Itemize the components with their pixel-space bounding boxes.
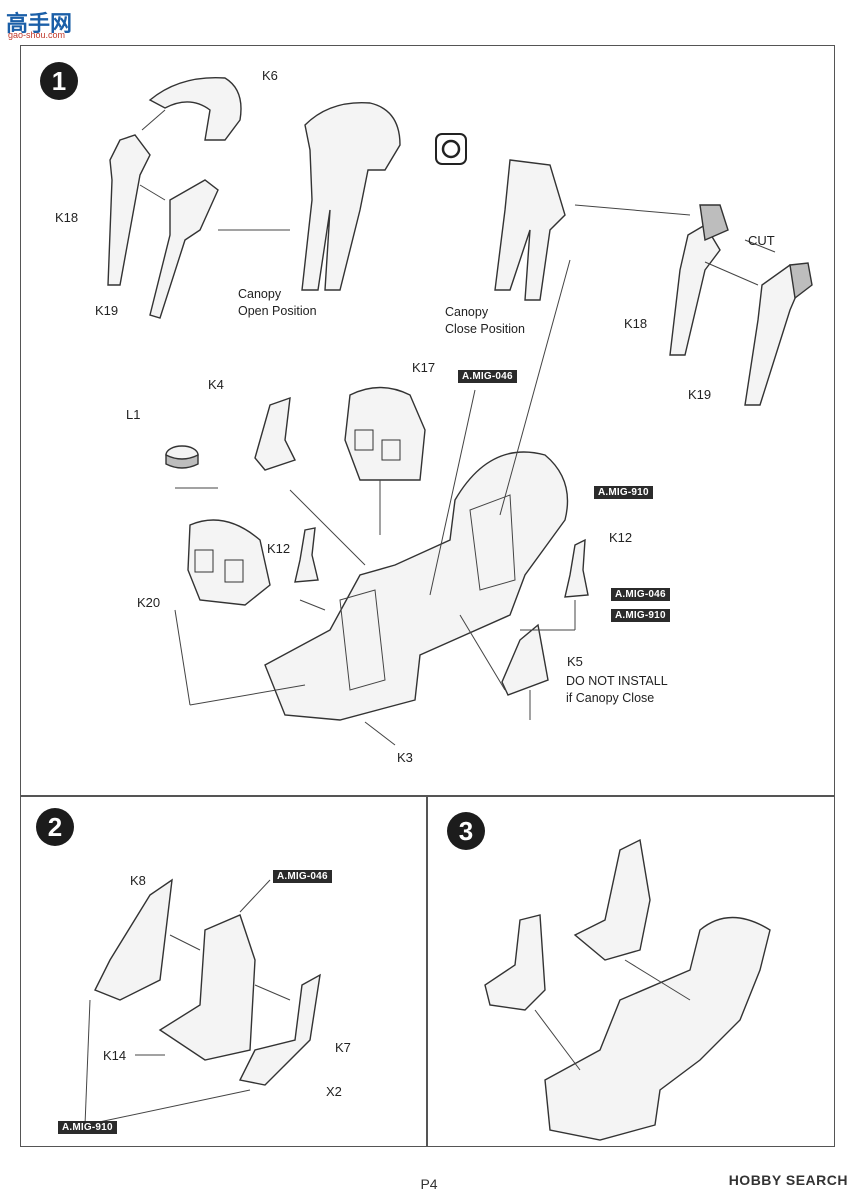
step-3-number: 3 [447, 812, 485, 850]
label-k18-right: K18 [624, 316, 648, 331]
paint-mig910-seat: A.MIG-910 [58, 1121, 117, 1134]
label-k18-left: K18 [55, 210, 79, 225]
part-k5 [501, 623, 549, 696]
paint-mig046-top: A.MIG-046 [458, 370, 517, 383]
step3-frame [426, 795, 835, 1147]
label-k7: K7 [335, 1040, 351, 1055]
part-k12-left [294, 527, 319, 583]
label-k17: K17 [412, 360, 436, 375]
assembly-seat-rear [573, 838, 651, 961]
part-k8 [94, 878, 173, 1001]
label-k20: K20 [137, 595, 161, 610]
label-k3: K3 [397, 750, 413, 765]
watermark-logo: 高手网 [6, 11, 73, 36]
assembly-seat-front [484, 914, 546, 1011]
assembly-cockpit [544, 916, 771, 1141]
label-k4: K4 [208, 377, 224, 392]
label-cut: CUT [748, 233, 775, 248]
part-k6 [148, 76, 242, 141]
part-k19-left [149, 179, 219, 319]
label-quantity: X2 [326, 1084, 342, 1099]
step2-frame [20, 795, 428, 1147]
part-k4 [254, 396, 296, 471]
label-k19-right: K19 [688, 387, 712, 402]
part-k12-right [564, 538, 589, 598]
part-k18-right [669, 224, 721, 356]
paint-mig910-k12: A.MIG-910 [611, 609, 670, 622]
part-k20 [187, 519, 271, 606]
part-k3 [264, 451, 569, 721]
page-number: P4 [420, 1176, 438, 1192]
step-2-number: 2 [36, 808, 74, 846]
assembly-canopy-close [494, 159, 566, 301]
label-l1: L1 [126, 407, 141, 422]
step-1-number: 1 [40, 62, 78, 100]
paint-mig046-k12: A.MIG-046 [611, 588, 670, 601]
label-k8: K8 [130, 873, 146, 888]
label-k19-left: K19 [95, 303, 119, 318]
watermark-url: gao-shou.com [8, 30, 66, 40]
watermark-hobby-search: HOBBY SEARCH [728, 1172, 848, 1188]
part-k14 [158, 914, 256, 1061]
paint-mig910-top: A.MIG-910 [594, 486, 653, 499]
part-k17 [344, 386, 426, 481]
label-k12-right: K12 [609, 530, 633, 545]
part-k18-left [107, 134, 151, 286]
label-k14: K14 [103, 1048, 127, 1063]
label-k6: K6 [262, 68, 278, 83]
label-k5: K5 [567, 654, 583, 669]
paint-mig046-seat: A.MIG-046 [273, 870, 332, 883]
assembly-canopy-open [301, 101, 401, 291]
part-k7 [238, 973, 321, 1086]
label-k12-left: K12 [267, 541, 291, 556]
